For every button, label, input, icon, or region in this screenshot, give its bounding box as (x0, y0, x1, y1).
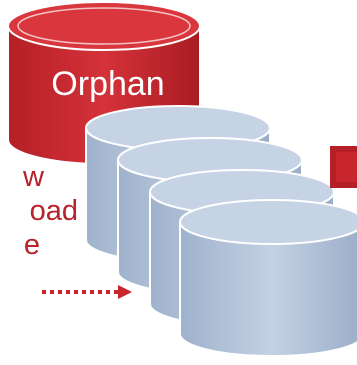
orphan-label: Orphan (51, 65, 165, 103)
side-text-line-2: oad (29, 195, 78, 227)
dest-cylinder-4 (179, 199, 357, 357)
side-text-line-3: e (23, 229, 40, 261)
right-arrow-block (330, 146, 357, 188)
side-text-line-1: w (23, 161, 44, 193)
dotted-connector-arrow (42, 285, 132, 299)
